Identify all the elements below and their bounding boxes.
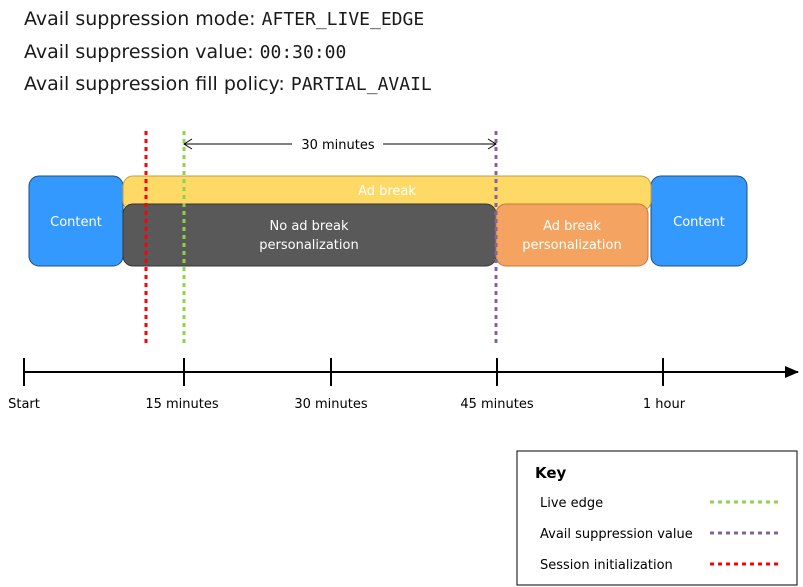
personalization-label-2: personalization: [522, 238, 621, 253]
legend-title: Key: [535, 464, 567, 482]
timeline-ticks: [23, 358, 664, 386]
personalization-label-1: Ad break: [543, 219, 601, 234]
tick-label-15: 15 minutes: [145, 397, 219, 412]
content-right-label: Content: [673, 215, 725, 230]
fill-policy-label: Avail suppression fill policy:: [24, 73, 285, 95]
no-personalization-label-1: No ad break: [270, 219, 349, 234]
suppression-value-value: 00:30:00: [259, 42, 347, 63]
tick-label-45: 45 minutes: [460, 397, 534, 412]
content-block-right: [650, 175, 748, 267]
no-personalization-label-2: personalization: [259, 238, 358, 253]
suppression-mode-line: Avail suppression mode: AFTER_LIVE_EDGE: [24, 7, 424, 31]
tick-label-30: 30 minutes: [294, 397, 368, 412]
legend-label-live-edge: Live edge: [540, 496, 603, 511]
tick-label-start: Start: [8, 397, 40, 412]
legend-label-avail-suppression: Avail suppression value: [540, 527, 693, 542]
suppression-value-line: Avail suppression value: 00:30:00: [24, 40, 346, 64]
span-arrowhead-left: [183, 138, 193, 150]
span-label: 30 minutes: [301, 138, 375, 153]
suppression-mode-label: Avail suppression mode:: [24, 8, 256, 30]
thirty-minute-span: 30 minutes: [183, 138, 497, 153]
personalization-block: [495, 203, 649, 267]
no-personalization-block: [122, 203, 497, 267]
content-left-label: Content: [50, 215, 102, 230]
suppression-mode-value: AFTER_LIVE_EDGE: [261, 9, 425, 30]
fill-policy-line: Avail suppression fill policy: PARTIAL_A…: [24, 72, 432, 96]
suppression-value-label: Avail suppression value:: [24, 41, 254, 63]
ad-break-label: Ad break: [358, 184, 416, 199]
fill-policy-value: PARTIAL_AVAIL: [290, 74, 432, 95]
tick-label-60: 1 hour: [643, 397, 686, 412]
legend-label-session-init: Session initialization: [540, 558, 673, 573]
span-arrowhead-right: [487, 138, 497, 150]
legend: Key Live edge Avail suppression value Se…: [516, 450, 798, 586]
